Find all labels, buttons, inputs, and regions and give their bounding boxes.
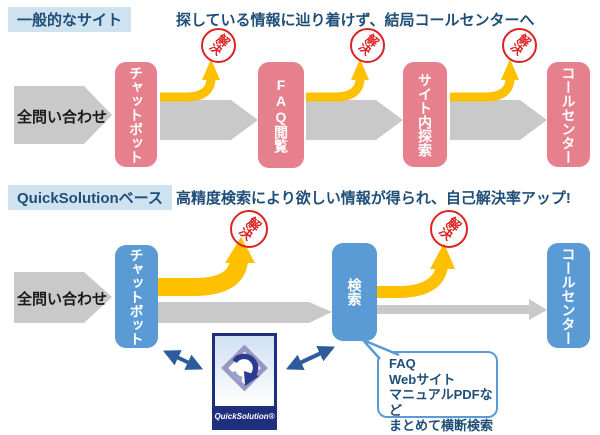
bubble-line: FAQ <box>389 356 416 371</box>
kaiketsu-stamp-icon: 解決 <box>201 28 236 63</box>
bubble-line: Webサイト <box>389 371 456 387</box>
stamp-text: 解決 <box>235 213 264 244</box>
escape-arrow-icon <box>306 77 365 102</box>
arrowhead-icon <box>430 243 455 269</box>
double-arrow-icon <box>285 346 336 370</box>
resolved-escape-arrows-general <box>160 77 515 102</box>
kaiketsu-stamp-icon: 解決 <box>230 210 268 248</box>
double-arrow-icon <box>162 350 204 370</box>
all-inquiries-arrow-general <box>14 86 112 144</box>
step-site-search: サイト内探索 <box>403 62 447 167</box>
flow-arrow <box>450 100 547 140</box>
arrowhead-icon <box>351 59 369 80</box>
step-chatbot-qs: チャットボット <box>115 245 158 348</box>
step-faq-browse: FAQ閲覧 <box>258 62 304 168</box>
qs-source-label: 全問い合わせ <box>16 291 107 308</box>
section-qs-label: QuickSolutionベース <box>8 185 172 210</box>
logo-connectors <box>162 346 336 370</box>
section-qs-heading: 高精度検索により欲しい情報が得られ、自己解決率アップ! <box>176 190 571 207</box>
bubble-line: マニュアルPDFなど <box>389 387 493 418</box>
arrowhead-icon <box>202 59 220 80</box>
kaiketsu-stamp-icon: 解決 <box>430 210 468 248</box>
escape-arrow-icon <box>160 77 216 102</box>
step-chatbot-general: チャットボット <box>115 62 157 167</box>
flow-bar-to-search <box>158 302 332 323</box>
stamp-text: 解決 <box>355 31 381 59</box>
all-inquiries-arrow-qs <box>14 272 112 323</box>
step-callcenter-general: コールセンター <box>547 62 590 167</box>
resolved-arrows-qs <box>158 259 448 298</box>
step-search: 検索 <box>332 243 377 341</box>
escape-arrow-icon <box>450 77 515 102</box>
section-general-label: 一般的なサイト <box>8 7 132 32</box>
section-general-heading: 探している情報に辿り着けず、結局コールセンターへ <box>176 12 535 29</box>
quicksolution-flow-arrows <box>14 272 547 323</box>
bubble-line: まとめて横断検索 <box>389 418 494 433</box>
general-flow-arrows <box>14 86 547 144</box>
arrowhead-icon <box>225 237 255 263</box>
search-scope-bubble: FAQ Webサイト マニュアルPDFなど まとめて横断検索 <box>377 351 498 433</box>
stamp-text: 解決 <box>507 31 533 59</box>
stamp-text: 解決 <box>206 31 232 59</box>
resolved-arrowheads-qs <box>225 237 455 269</box>
big-resolved-arrow-icon <box>158 259 248 296</box>
kaiketsu-stamp-icon: 解決 <box>350 28 385 63</box>
resolved-arrow-icon <box>377 265 448 298</box>
thin-arrow-to-callcenter <box>377 299 547 320</box>
general-source-label: 全問い合わせ <box>16 109 107 126</box>
quicksolution-emblem-icon <box>221 344 268 392</box>
kaiketsu-stamp-icon: 解決 <box>502 28 537 63</box>
resolved-escape-arrowheads-general <box>202 59 519 80</box>
step-callcenter-qs: コールセンター <box>547 243 590 348</box>
flow-arrow <box>306 100 403 140</box>
flow-arrow <box>160 100 258 140</box>
quicksolution-logo: QuickSolution® <box>212 333 277 430</box>
arrowhead-icon <box>501 59 519 80</box>
quicksolution-logo-caption: QuickSolution® <box>214 406 275 427</box>
stamp-text: 解決 <box>435 213 464 244</box>
